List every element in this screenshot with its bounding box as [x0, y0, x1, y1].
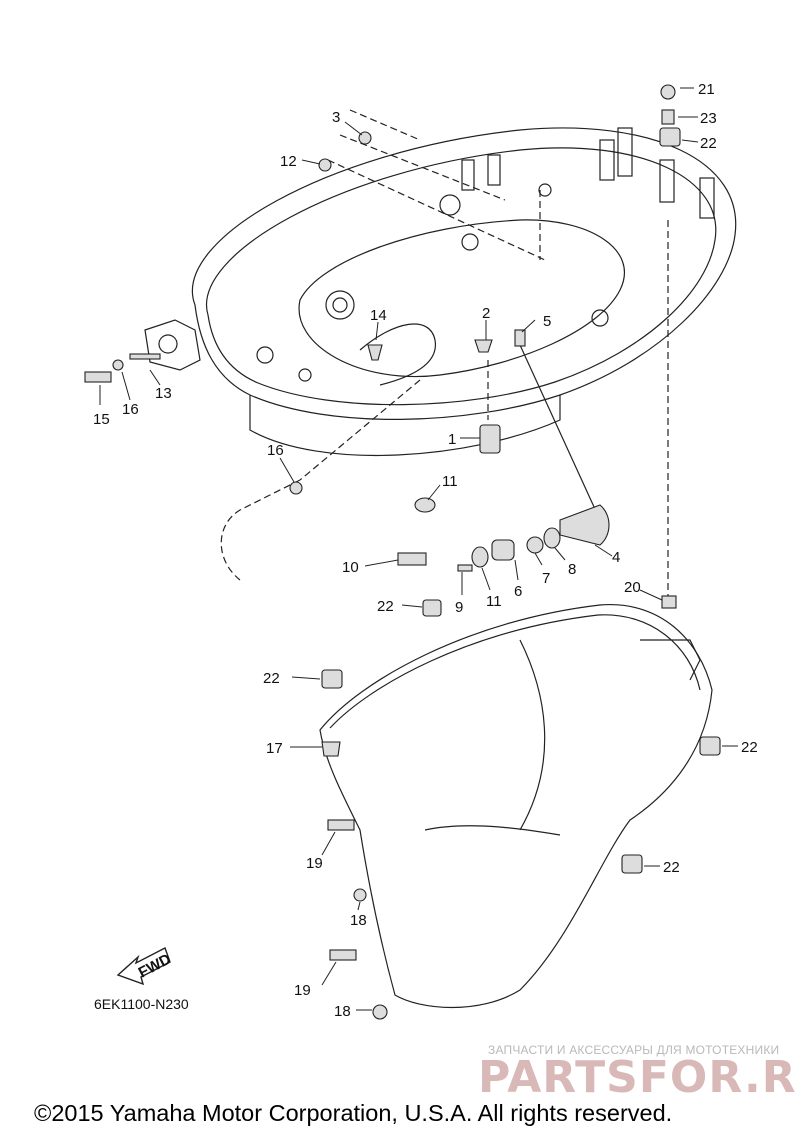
copyright-notice: ©2015 Yamaha Motor Corporation, U.S.A. A…	[34, 1100, 673, 1126]
callout-11b: 11	[486, 593, 502, 610]
callout-11a: 11	[442, 473, 458, 490]
clip-part-16a	[112, 359, 124, 371]
callout-22c: 22	[741, 739, 758, 756]
grommet-part-1	[479, 424, 501, 454]
clamp-part-10	[397, 552, 427, 566]
callout-19b: 19	[294, 982, 311, 999]
bolt-part-19b	[329, 949, 357, 961]
clip-part-16b	[289, 481, 303, 495]
callout-7: 7	[542, 570, 550, 587]
bracket-part-17	[321, 741, 341, 757]
callout-19a: 19	[306, 855, 323, 872]
callout-20: 20	[624, 579, 641, 596]
callout-18a: 18	[350, 912, 367, 929]
grommet-part-22e	[659, 127, 681, 147]
rod-part-13	[129, 353, 161, 360]
clip-part-20	[661, 595, 677, 609]
washer-part-7	[526, 536, 544, 554]
leader-line	[519, 344, 601, 521]
spring-part-15	[84, 371, 112, 383]
nut-part-18b	[372, 1004, 388, 1020]
callout-15: 15	[93, 411, 110, 428]
collar-part-23	[661, 109, 675, 125]
callout-1: 1	[448, 431, 456, 448]
hose-clip-part-11a	[414, 497, 436, 513]
callout-22a: 22	[377, 598, 394, 615]
callout-23: 23	[700, 110, 717, 127]
nut-part-18a	[353, 888, 367, 902]
seal-part-8	[543, 527, 561, 549]
callout-16a: 16	[122, 401, 139, 418]
callout-18b: 18	[334, 1003, 351, 1020]
callout-14: 14	[370, 307, 387, 324]
callout-labels: 1 2 3 4 5 6 7 8 9 10 11 11 12 13 14 15 1…	[93, 81, 758, 1020]
watermark-logo: PARTSFOR.RU	[478, 1052, 800, 1103]
callout-22b: 22	[263, 670, 280, 687]
clip-part-2	[474, 339, 493, 353]
upper-bottom-cowling	[144, 127, 737, 457]
grommet-part-22d	[621, 854, 643, 874]
callout-6: 6	[514, 583, 522, 600]
hose-clip-part-11b	[471, 546, 489, 568]
callout-10: 10	[342, 559, 359, 576]
pin-part-9	[457, 564, 473, 572]
clip-part-14	[367, 344, 383, 361]
grommet-part-22c	[699, 736, 721, 756]
callout-12: 12	[280, 153, 297, 170]
grommet-part-22a	[422, 599, 442, 617]
bolt-part-21	[660, 84, 676, 100]
part-code: 6EK1100-N230	[94, 996, 189, 1012]
callout-22d: 22	[663, 859, 680, 876]
callout-21: 21	[698, 81, 715, 98]
fwd-arrow-icon: FWD	[116, 947, 174, 986]
watermark-tagline: ЗАПЧАСТИ И АКСЕССУАРЫ ДЛЯ МОТОТЕХНИКИ	[488, 1043, 780, 1057]
grommet-part-22b	[321, 669, 343, 689]
callout-9: 9	[455, 599, 463, 616]
callout-leaders	[99, 87, 738, 1011]
bottom-cowling-apron	[319, 604, 713, 1009]
cap-part-4	[559, 504, 610, 546]
bolt-part-12	[318, 158, 332, 172]
callout-16b: 16	[267, 442, 284, 459]
callout-4: 4	[612, 549, 620, 566]
leader-lines	[220, 109, 669, 600]
callout-2: 2	[482, 305, 490, 322]
callout-5: 5	[543, 313, 551, 330]
callout-13: 13	[155, 385, 172, 402]
bushing-part-6	[491, 539, 515, 561]
callout-17: 17	[266, 740, 283, 757]
callout-22e: 22	[700, 135, 717, 152]
callout-8: 8	[568, 561, 576, 578]
bolt-part-19a	[327, 819, 355, 831]
screw-part-5	[514, 329, 526, 347]
callout-3: 3	[332, 109, 340, 126]
